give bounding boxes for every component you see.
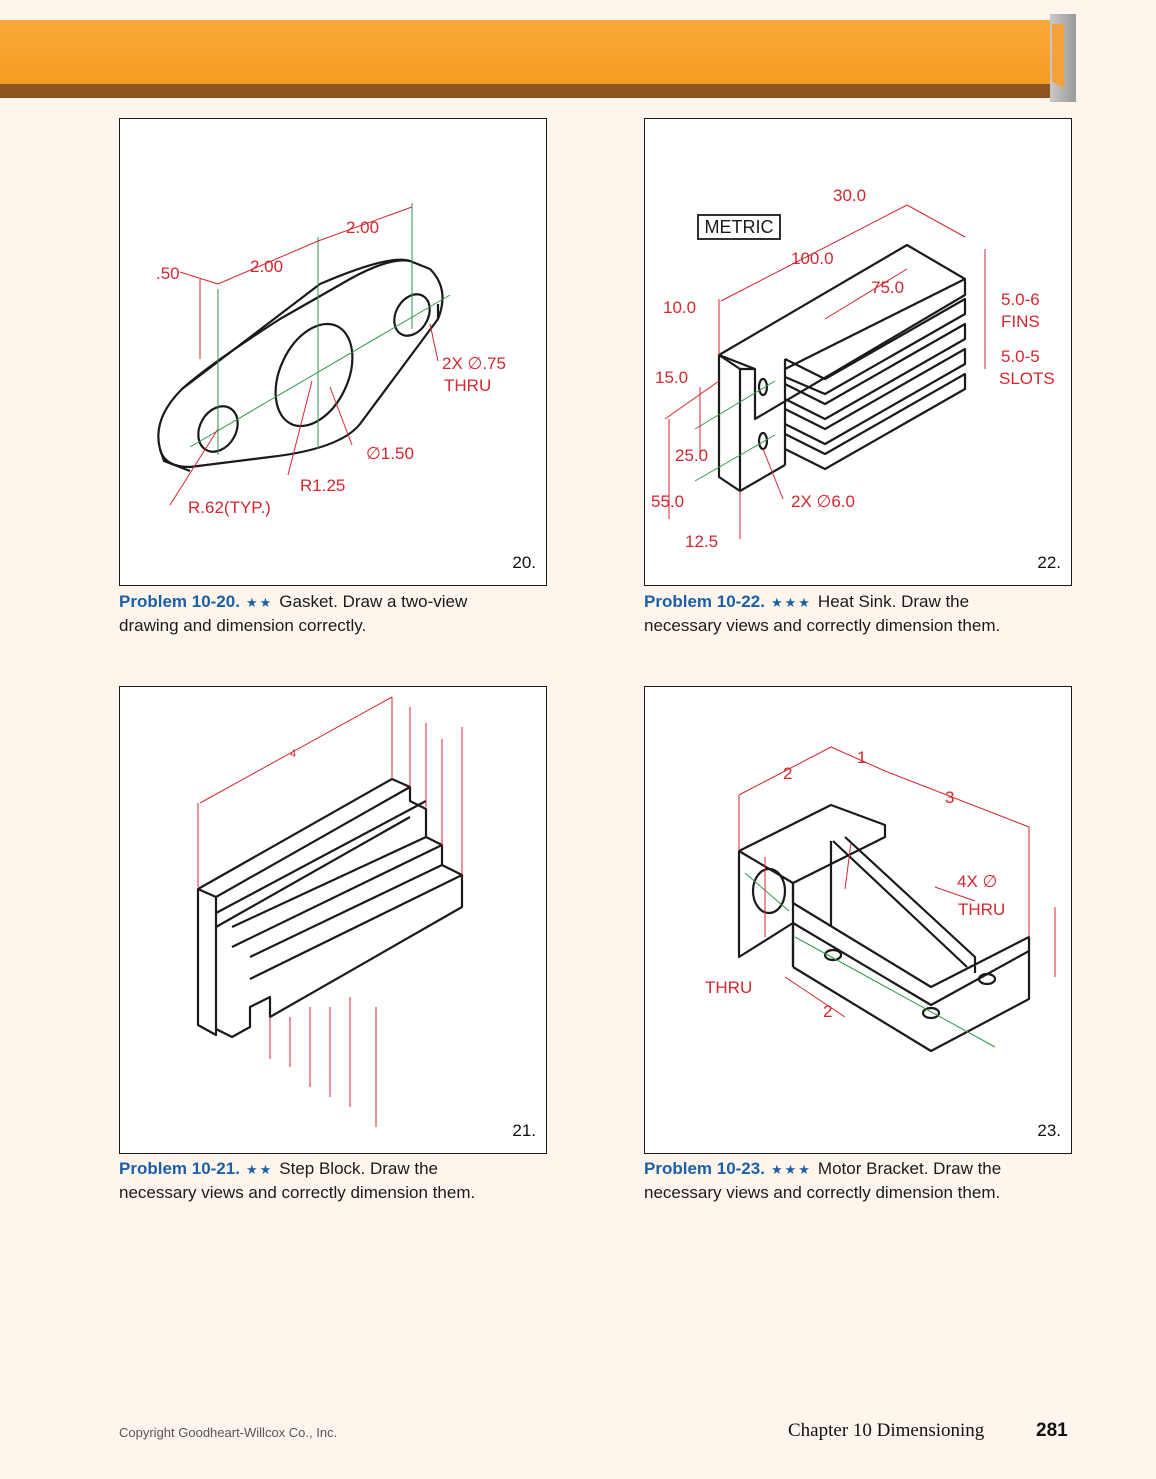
page-number: 281 xyxy=(1036,1420,1068,1441)
dim-hole: 2X ∅.75 xyxy=(442,354,506,373)
dim-75: 75.0 xyxy=(871,278,904,297)
dim-2b: 2 xyxy=(823,1002,832,1021)
figure-number: 23. xyxy=(1037,1121,1061,1140)
header-banner-shadow xyxy=(0,84,1062,98)
dim-100: 100.0 xyxy=(791,249,834,268)
dim-55: 55.0 xyxy=(651,492,684,511)
dim-fins-1: 5.0-6 xyxy=(1001,290,1040,309)
problem-text-line2: necessary views and correctly dimension … xyxy=(644,616,1001,635)
problem-number: Problem 10-23. xyxy=(644,1159,765,1178)
dim-1: 1 xyxy=(857,748,866,767)
figure-heat-sink: METRIC 30.0 100.0 75.0 10.0 5.0-6 FINS 5… xyxy=(644,118,1072,586)
problem-text-line1: Step Block. Draw the xyxy=(279,1159,439,1178)
problem-text-line2: drawing and dimension correctly. xyxy=(119,616,367,635)
gasket-drawing: .50 2.00 2.00 2X ∅.75 THRU ∅1.50 R1.25 R… xyxy=(156,203,506,517)
problem-text-line2: necessary views and correctly dimension … xyxy=(644,1183,1001,1202)
dim-slots-2: SLOTS xyxy=(999,369,1055,388)
difficulty-stars: ★★ xyxy=(245,1162,274,1177)
dim-dia: ∅1.50 xyxy=(366,444,414,463)
problem-text-line1: Gasket. Draw a two-view xyxy=(279,592,468,611)
dim-w: 4 xyxy=(290,748,296,760)
header-banner-bevel xyxy=(1052,24,1064,88)
problem-number: Problem 10-20. xyxy=(119,592,240,611)
difficulty-stars: ★★ xyxy=(245,595,274,610)
step-block-drawing: 4 xyxy=(196,696,464,1127)
motor-bracket-drawing: 2 1 3 4X ∅ THRU THRU 2 xyxy=(705,746,1056,1053)
header-banner xyxy=(0,20,1062,92)
figure-number: 21. xyxy=(512,1121,536,1140)
dim-30: 30.0 xyxy=(833,186,866,205)
dim-d1: .50 xyxy=(156,264,180,283)
problem-number: Problem 10-22. xyxy=(644,592,765,611)
figure-number: 22. xyxy=(1037,553,1061,572)
figure-step-block: 4 21. xyxy=(119,686,547,1154)
figure-gasket: .50 2.00 2.00 2X ∅.75 THRU ∅1.50 R1.25 R… xyxy=(119,118,547,586)
dim-10: 10.0 xyxy=(663,298,696,317)
dim-thru: THRU xyxy=(444,376,491,395)
dim-holes: 2X ∅6.0 xyxy=(791,492,855,511)
problem-number: Problem 10-21. xyxy=(119,1159,240,1178)
dim-15: 15.0 xyxy=(655,368,688,387)
figure-motor-bracket: 2 1 3 4X ∅ THRU THRU 2 23. xyxy=(644,686,1072,1154)
chapter-title: Chapter 10 Dimensioning xyxy=(788,1420,985,1441)
dim-dthru: THRU xyxy=(705,978,752,997)
problem-caption-20: Problem 10-20.★★Gasket. Draw a two-view … xyxy=(119,590,559,637)
dim-holes4: 4X ∅ xyxy=(957,872,997,891)
problem-text-line1: Motor Bracket. Draw the xyxy=(817,1159,1002,1178)
dim-d2: 2.00 xyxy=(250,257,283,276)
problem-caption-23: Problem 10-23. ★★★ Motor Bracket. Draw the… xyxy=(644,1157,1084,1204)
dim-r2: R.62(TYP.) xyxy=(188,498,271,517)
dim-3: 3 xyxy=(945,788,954,807)
copyright-text: Copyright Goodheart-Willcox Co., Inc. xyxy=(119,1425,338,1440)
dim-2a: 2 xyxy=(783,764,792,783)
heat-sink-drawing: METRIC 30.0 100.0 75.0 10.0 5.0-6 FINS 5… xyxy=(651,186,1055,551)
metric-label: METRIC xyxy=(705,217,774,237)
difficulty-stars: ★★★ xyxy=(770,595,812,610)
problem-text-line1: Heat Sink. Draw the xyxy=(817,592,970,611)
dim-12: 12.5 xyxy=(685,532,718,551)
dim-slots-1: 5.0-5 xyxy=(1001,347,1040,366)
dim-25: 25.0 xyxy=(675,446,708,465)
problem-caption-22: Problem 10-22. ★★★ Heat Sink. Draw the nec… xyxy=(644,590,1084,637)
dim-d3: 2.00 xyxy=(346,218,379,237)
dim-thru: THRU xyxy=(958,900,1005,919)
problem-text-line2: necessary views and correctly dimension … xyxy=(119,1183,476,1202)
dim-r1: R1.25 xyxy=(300,476,345,495)
dim-fins-2: FINS xyxy=(1001,312,1040,331)
difficulty-stars: ★★★ xyxy=(770,1162,812,1177)
problem-caption-21: Problem 10-21. ★★ Step Block. Draw the nec… xyxy=(119,1157,559,1204)
figure-number: 20. xyxy=(512,553,536,572)
